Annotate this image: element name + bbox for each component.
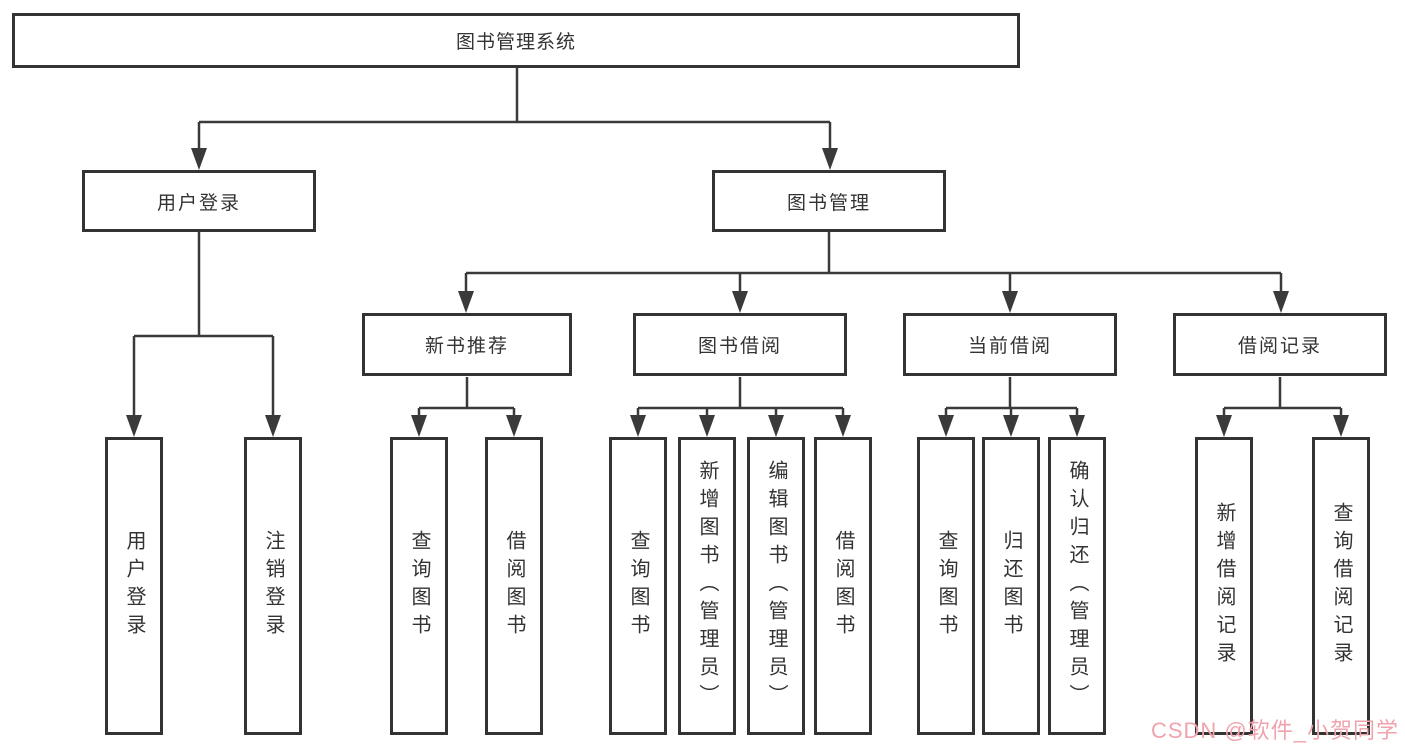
node-leaf-add-book-admin: 新增图书（管理员） (678, 437, 736, 735)
node-label: 查询图书 (935, 530, 957, 642)
node-leaf-add-borrow-record: 新增借阅记录 (1195, 437, 1253, 735)
node-leaf-logout: 注销登录 (244, 437, 302, 735)
node-label: 查询图书 (408, 530, 430, 642)
node-label: 借阅图书 (503, 530, 525, 642)
node-label: 编辑图书（管理员） (765, 460, 787, 712)
node-label: 借阅记录 (1237, 336, 1322, 357)
node-leaf-return-books: 归还图书 (982, 437, 1040, 735)
node-leaf-query-books-borrowing: 查询图书 (609, 437, 667, 735)
node-leaf-edit-book-admin: 编辑图书（管理员） (747, 437, 805, 735)
node-label: 新增借阅记录 (1213, 502, 1235, 670)
node-label: 新书推荐 (424, 336, 509, 357)
node-label: 图书管理系统 (455, 32, 576, 53)
node-label: 确认归还（管理员） (1066, 460, 1088, 712)
node-leaf-borrow-books-borrowing: 借阅图书 (814, 437, 872, 735)
node-leaf-confirm-return-admin: 确认归还（管理员） (1048, 437, 1106, 735)
node-leaf-borrow-books-recommend: 借阅图书 (485, 437, 543, 735)
node-label: 查询图书 (627, 530, 649, 642)
node-leaf-query-borrow-record: 查询借阅记录 (1312, 437, 1370, 735)
node-label: 新增图书（管理员） (696, 460, 718, 712)
node-user-login: 用户登录 (82, 170, 316, 232)
node-label: 用户登录 (123, 530, 145, 642)
node-leaf-query-books-recommend: 查询图书 (390, 437, 448, 735)
csdn-watermark: CSDN @软件_小贺同学 (1150, 718, 1399, 743)
node-book-borrowing: 图书借阅 (633, 313, 847, 376)
node-label: 当前借阅 (967, 336, 1052, 357)
node-label: 注销登录 (262, 530, 284, 642)
node-label: 查询借阅记录 (1330, 502, 1352, 670)
node-label: 借阅图书 (832, 530, 854, 642)
node-label: 用户登录 (156, 192, 241, 214)
node-borrowing-records: 借阅记录 (1173, 313, 1387, 376)
node-label: 归还图书 (1000, 530, 1022, 642)
node-leaf-user-login: 用户登录 (105, 437, 163, 735)
node-label: 图书借阅 (697, 336, 782, 357)
node-leaf-query-books-current: 查询图书 (917, 437, 975, 735)
node-label: 图书管理 (786, 192, 871, 214)
node-book-management: 图书管理 (712, 170, 946, 232)
node-new-book-recommendation: 新书推荐 (362, 313, 572, 376)
node-library-management-system: 图书管理系统 (12, 13, 1020, 68)
node-current-borrowing: 当前借阅 (903, 313, 1117, 376)
